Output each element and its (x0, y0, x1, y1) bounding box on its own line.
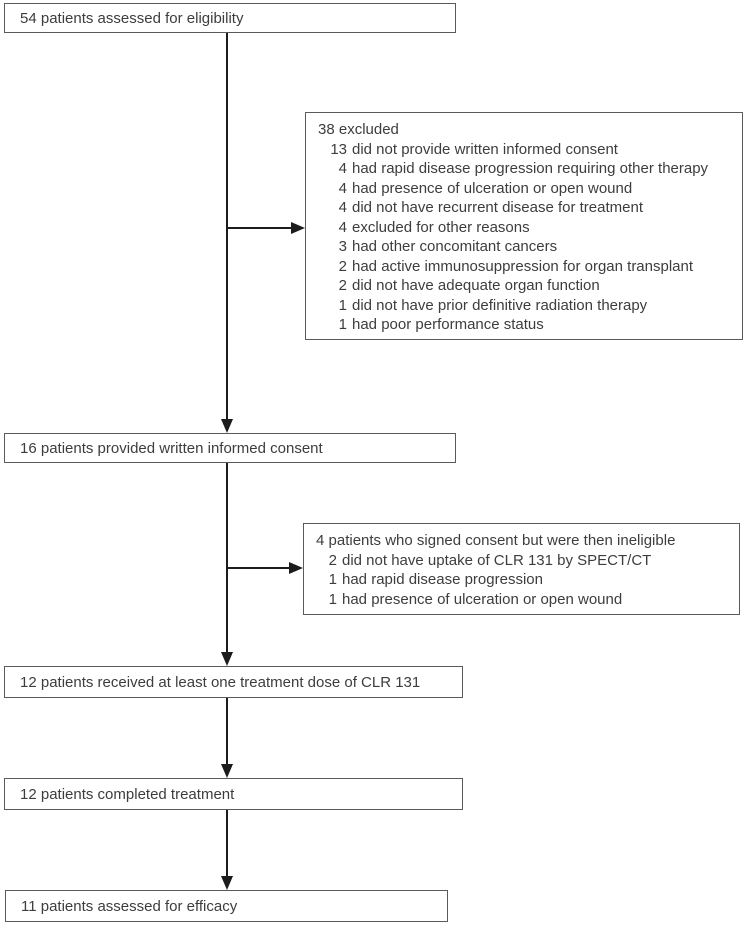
excluded-main-item-text: excluded for other reasons (352, 218, 530, 236)
excluded-main-item-count: 2 (338, 277, 347, 294)
excluded-main-item: 13 did not provide written informed cons… (330, 140, 734, 160)
flow-line-consent-to-treated (226, 463, 228, 652)
arrowhead-down-consent (221, 419, 233, 433)
excluded-main-item-count: 2 (338, 257, 347, 275)
box-excluded-main: 38 excluded 13 did not provide written i… (305, 112, 743, 340)
excluded-post-consent-item-count: 1 (328, 590, 337, 608)
excluded-post-consent-item-text: did not have uptake of CLR 131 by SPECT/… (342, 551, 652, 569)
excluded-main-item-count: 4 (338, 199, 347, 216)
box-consent-label: 16 patients provided written informed co… (20, 439, 323, 457)
excluded-main-item-count: 4 (338, 218, 347, 236)
box-efficacy-label: 11 patients assessed for efficacy (21, 897, 238, 915)
branch-line-excluded-post-consent (227, 567, 289, 569)
excluded-main-item-count: 3 (338, 238, 347, 255)
excluded-main-item: 1 did not have prior definitive radiatio… (330, 296, 734, 316)
box-consent: 16 patients provided written informed co… (4, 433, 456, 463)
excluded-post-consent-item-text: had rapid disease progression (342, 571, 543, 588)
flow-line-completed-to-efficacy (226, 810, 228, 876)
excluded-main-item-count: 13 (330, 140, 347, 158)
excluded-post-consent-item-text: had presence of ulceration or open wound (342, 590, 623, 608)
box-treated: 12 patients received at least one treatm… (4, 666, 463, 698)
box-treated-label: 12 patients received at least one treatm… (20, 673, 421, 691)
flow-line-eligibility-to-consent (226, 33, 228, 420)
excluded-main-item-text: had presence of ulceration or open wound (352, 179, 633, 197)
excluded-post-consent-item: 1 had rapid disease progression (328, 570, 731, 590)
excluded-main-item-count: 4 (338, 160, 347, 177)
excluded-post-consent-item-count: 1 (328, 571, 337, 588)
excluded-post-consent-heading: 4 patients who signed consent but were t… (316, 532, 676, 549)
excluded-main-item: 2 did not have adequate organ function (330, 276, 734, 296)
box-completed-label: 12 patients completed treatment (20, 785, 235, 803)
excluded-main-item-text: had rapid disease progression requiring … (352, 160, 709, 177)
excluded-main-heading: 38 excluded (318, 121, 399, 138)
arrowhead-right-excluded-post-consent (289, 562, 303, 574)
box-eligibility: 54 patients assessed for eligibility (4, 3, 456, 33)
excluded-main-item-count: 1 (338, 316, 347, 333)
branch-line-excluded-main (227, 227, 291, 229)
arrowhead-right-excluded-main (291, 222, 305, 234)
arrowhead-down-completed (221, 764, 233, 778)
excluded-main-item: 4 had presence of ulceration or open wou… (330, 179, 734, 199)
excluded-post-consent-item-count: 2 (328, 551, 337, 569)
excluded-main-item-count: 4 (338, 179, 347, 197)
box-eligibility-label: 54 patients assessed for eligibility (20, 9, 244, 27)
arrowhead-down-treated (221, 652, 233, 666)
excluded-main-item-text: had other concomitant cancers (352, 238, 558, 255)
flow-line-treated-to-completed (226, 698, 228, 764)
excluded-main-item: 4 had rapid disease progression requirin… (330, 159, 734, 179)
excluded-main-item-text: did not have recurrent disease for treat… (352, 199, 643, 216)
excluded-main-item: 3 had other concomitant cancers (330, 237, 734, 257)
box-efficacy: 11 patients assessed for efficacy (5, 890, 448, 922)
excluded-main-item-text: did not have adequate organ function (352, 277, 600, 294)
excluded-main-item: 4 excluded for other reasons (330, 218, 734, 238)
excluded-post-consent-item: 1 had presence of ulceration or open wou… (328, 590, 731, 610)
box-completed: 12 patients completed treatment (4, 778, 463, 810)
excluded-main-item-text: did not have prior definitive radiation … (352, 296, 648, 314)
excluded-main-item-text: did not provide written informed consent (352, 140, 618, 158)
excluded-post-consent-item: 2 did not have uptake of CLR 131 by SPEC… (328, 551, 731, 571)
box-excluded-post-consent: 4 patients who signed consent but were t… (303, 523, 740, 615)
excluded-main-item: 2 had active immunosuppression for organ… (330, 257, 734, 277)
excluded-main-item-text: had active immunosuppression for organ t… (352, 257, 694, 275)
excluded-main-item: 4 did not have recurrent disease for tre… (330, 198, 734, 218)
arrowhead-down-efficacy (221, 876, 233, 890)
excluded-main-item-text: had poor performance status (352, 316, 544, 333)
excluded-main-item-count: 1 (338, 296, 347, 314)
excluded-main-item: 1 had poor performance status (330, 315, 734, 335)
